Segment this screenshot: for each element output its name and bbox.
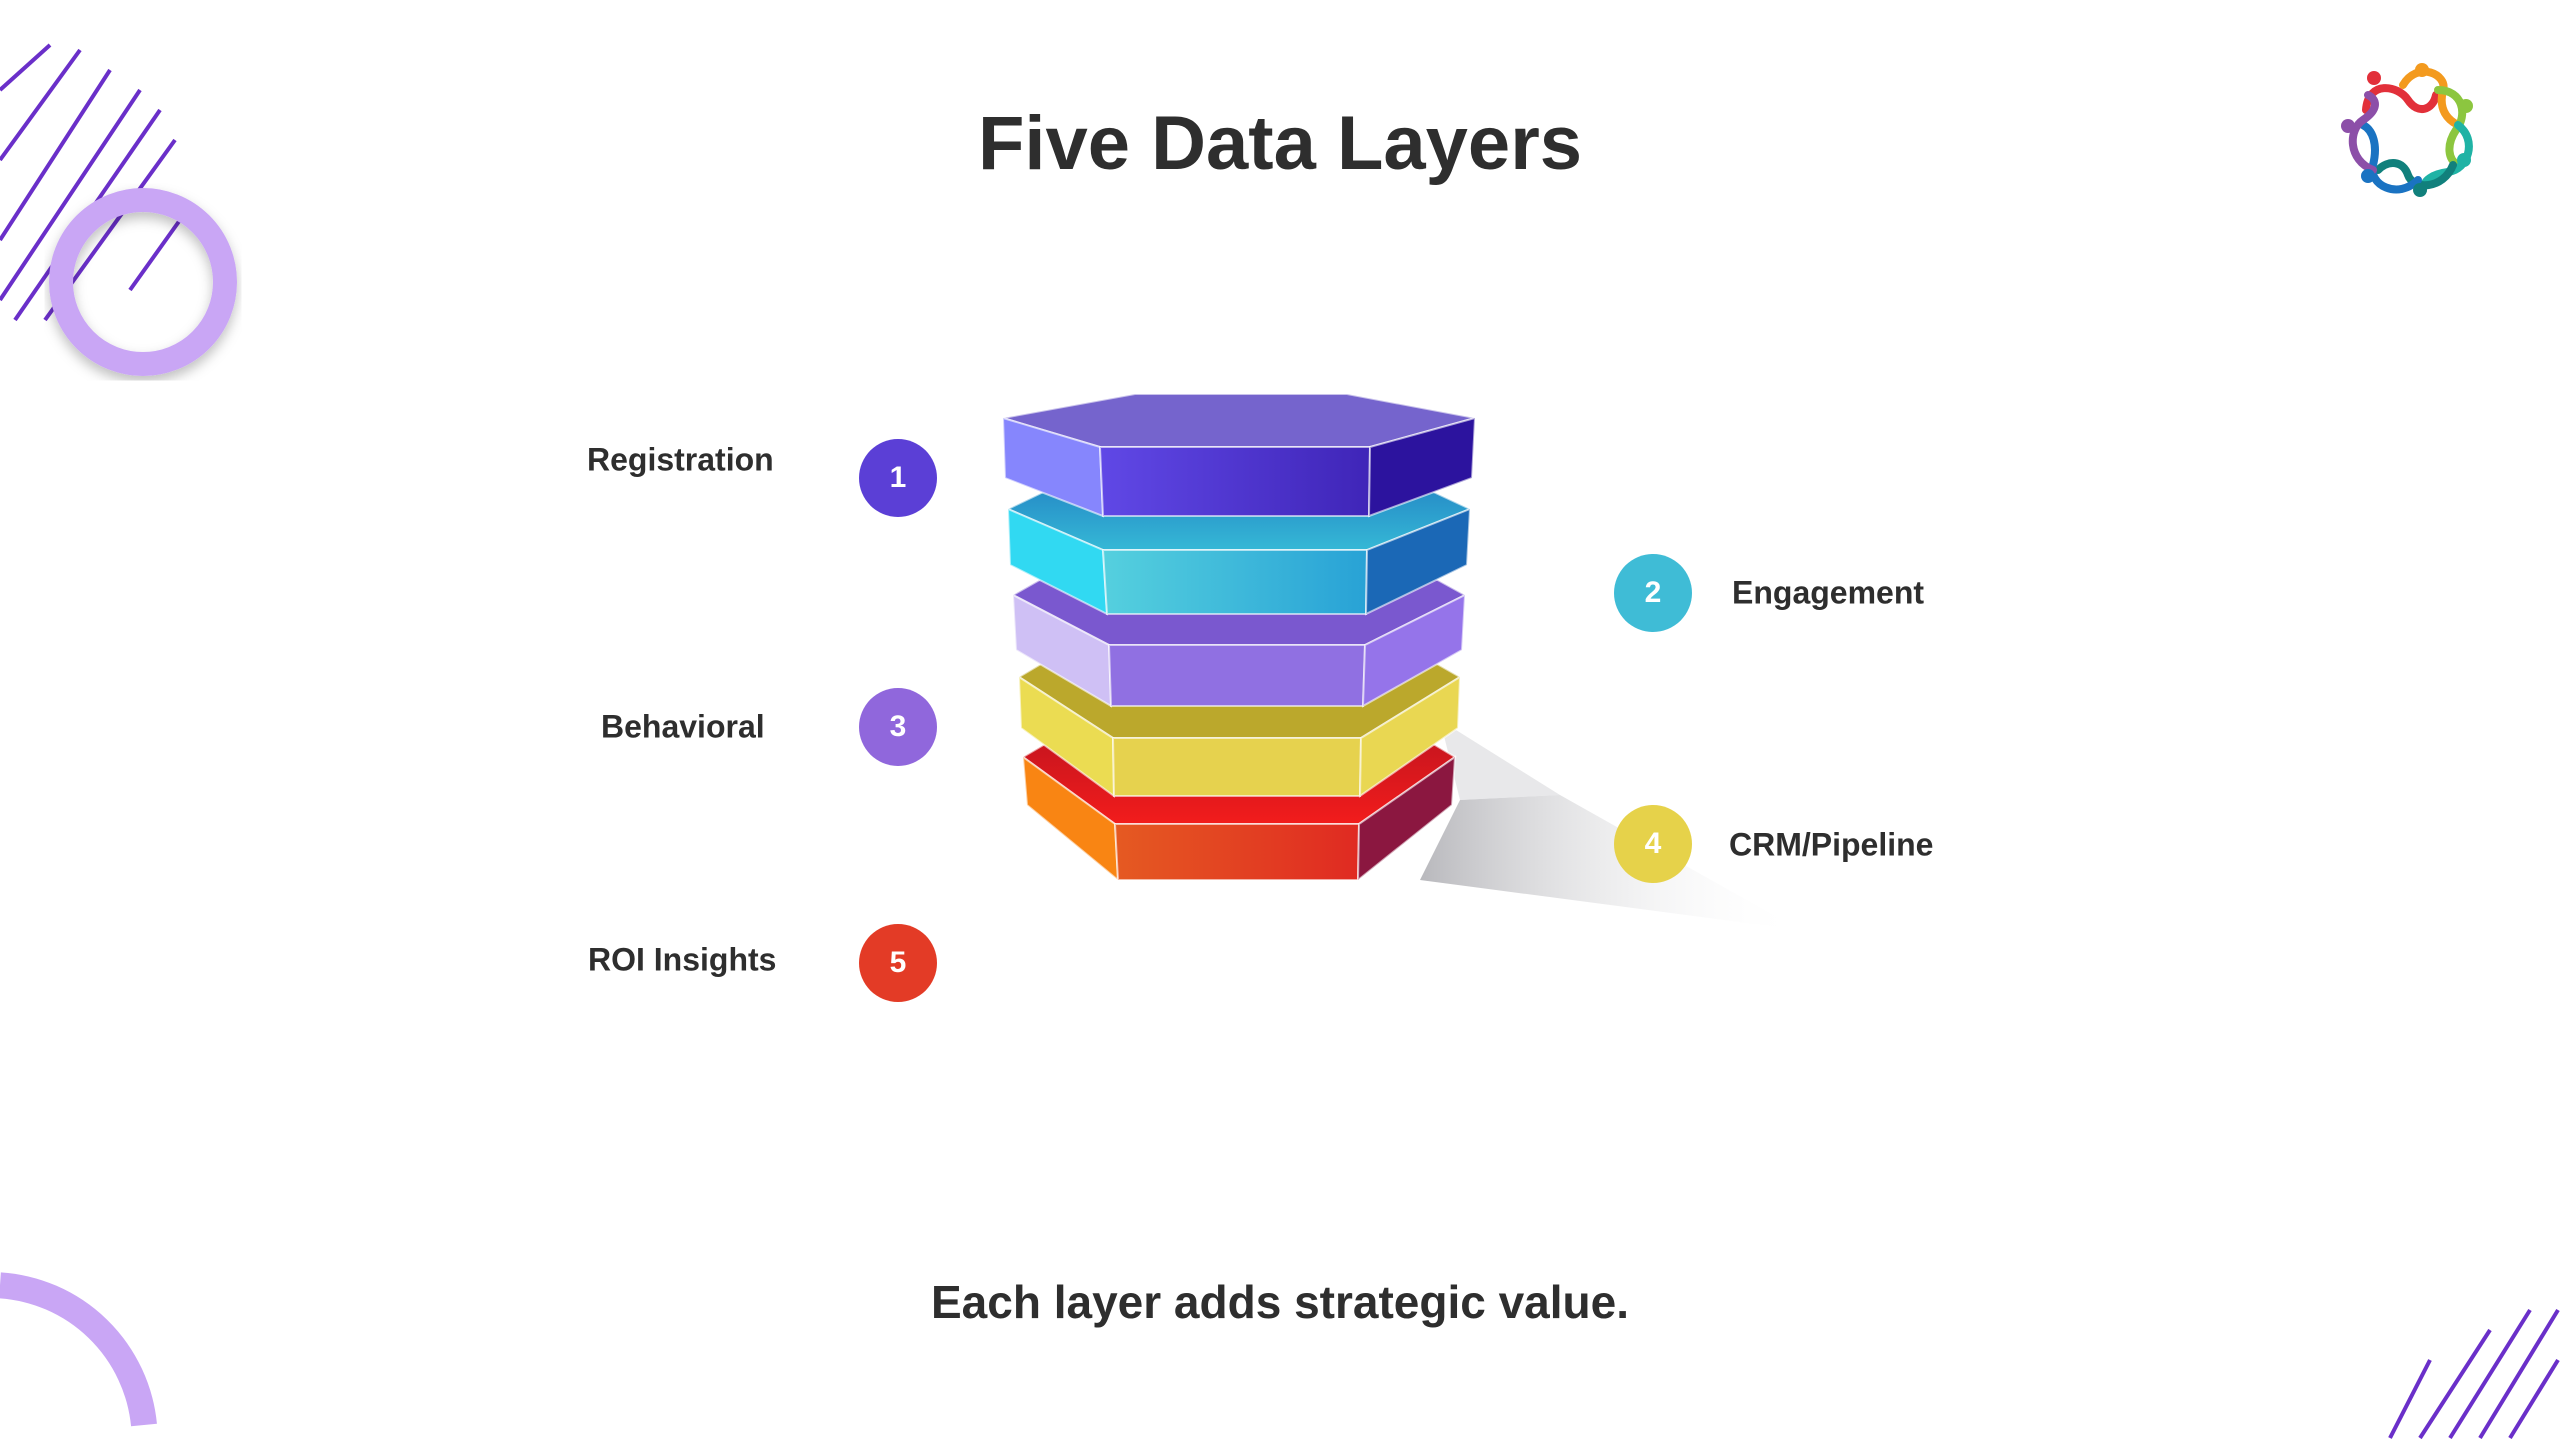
decor-ring-top-left xyxy=(49,188,237,376)
layer-4-badge: 4 xyxy=(1614,805,1692,883)
stack-shadow-upper xyxy=(1440,720,1560,800)
decor-ring-bottom-left xyxy=(0,1272,157,1427)
layer-3-label: Behavioral xyxy=(601,708,765,745)
layer-1-badge: 1 xyxy=(859,439,937,517)
people-circle-logo xyxy=(2341,63,2473,197)
stack-shadow xyxy=(1420,795,1800,930)
tagline: Each layer adds strategic value. xyxy=(930,1276,1630,1328)
layer-1-label: Registration xyxy=(587,441,774,478)
decor-stripes-bottom-right xyxy=(2388,1308,2560,1440)
layer-3-badge: 3 xyxy=(859,688,937,766)
layer-4-label: CRM/Pipeline xyxy=(1729,826,1934,863)
layer-1-prism xyxy=(1001,393,1477,518)
layer-2-label: Engagement xyxy=(1732,574,1925,611)
layer-5-label: ROI Insights xyxy=(588,941,777,978)
layer-2-badge: 2 xyxy=(1614,554,1692,632)
page-title: Five Data Layers xyxy=(977,101,1583,186)
layer-5-badge: 5 xyxy=(859,924,937,1002)
